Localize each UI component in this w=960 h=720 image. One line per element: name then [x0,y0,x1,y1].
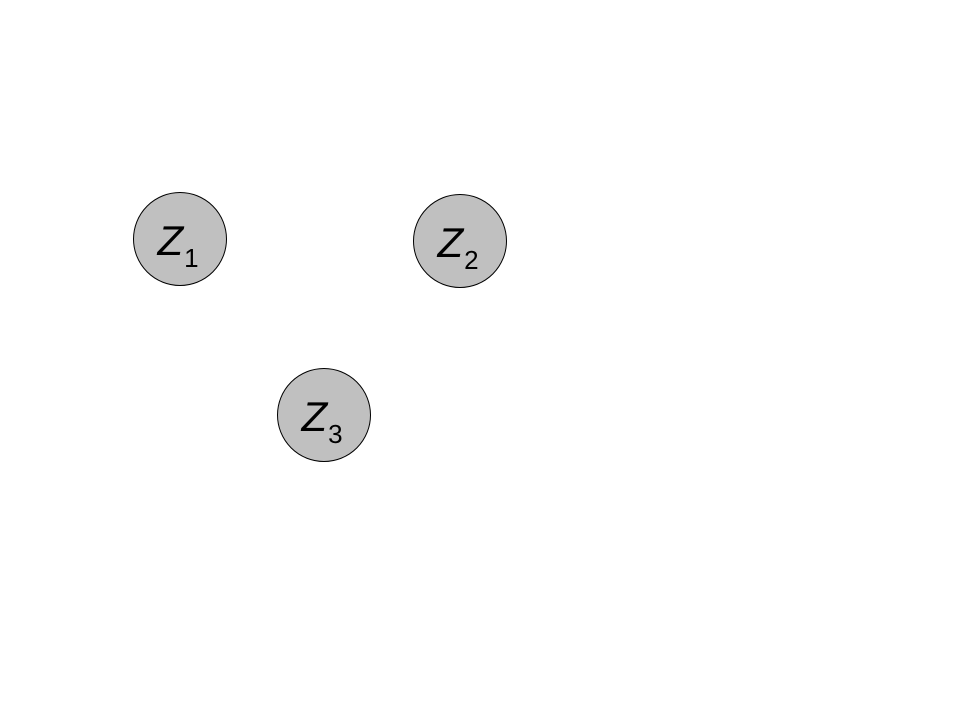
node-z2-subscript: 2 [464,245,479,275]
node-z1-subscript: 1 [184,243,199,273]
node-z3-letter: Z [301,393,328,440]
node-z1-letter: Z [157,217,184,264]
node-z2-letter: Z [437,219,464,266]
node-z3-subscript: 3 [328,419,343,449]
